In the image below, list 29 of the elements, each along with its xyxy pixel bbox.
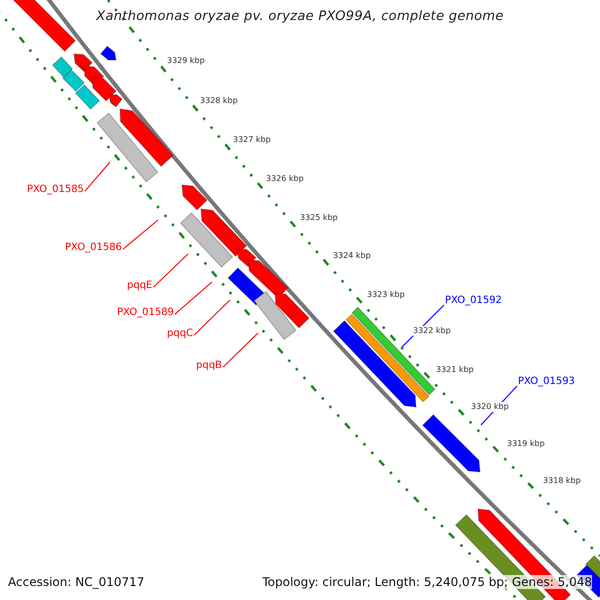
scale-label: 3320 kbp: [471, 402, 509, 412]
leader-line: [122, 220, 158, 250]
scale-label: 3322 kbp: [413, 326, 451, 336]
leader-line: [84, 162, 110, 192]
genome-info-text: Topology: circular; Length: 5,240,075 bp; Genes: 5,048: [262, 575, 592, 589]
title: Xanthomonas oryzae pv. oryzae PXO99A, complete genome: [94, 9, 505, 24]
gene-label: PXO_01589: [117, 307, 174, 319]
gene-label: PXO_01586: [65, 242, 122, 254]
accession-text: Accession: NC_010717: [8, 575, 144, 589]
scale-label: 3321 kbp: [436, 365, 474, 375]
gene-label: pqqB: [196, 360, 222, 372]
scale-label: 3326 kbp: [266, 174, 304, 184]
gene-label: PXO_01593: [518, 376, 575, 388]
gene-label: PXO_01585: [27, 184, 84, 196]
gene-label: pqqC: [167, 328, 194, 340]
leader-line: [222, 332, 258, 368]
scale-label: 3328 kbp: [200, 96, 238, 106]
scale-label: 3329 kbp: [167, 56, 205, 66]
gene-label: PXO_01592: [445, 295, 502, 307]
leader-line: [152, 254, 188, 288]
scale-label: 3318 kbp: [543, 476, 581, 486]
scale-label: 3323 kbp: [367, 290, 405, 300]
scale-label: 3319 kbp: [507, 439, 545, 449]
gene-label: pqqE: [127, 280, 152, 292]
leader-line: [174, 282, 212, 315]
scale-label: 3327 kbp: [233, 135, 271, 145]
scale-label: 3324 kbp: [333, 251, 371, 261]
scale-label: 3325 kbp: [300, 213, 338, 223]
leader-line: [194, 300, 230, 336]
